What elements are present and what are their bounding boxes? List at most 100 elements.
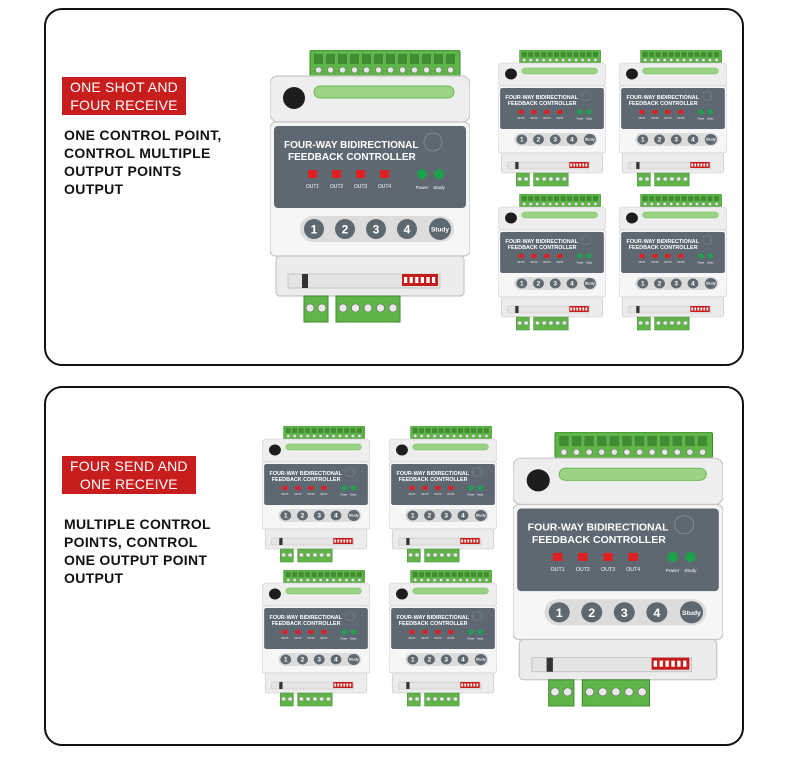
dip-switch-key bbox=[467, 539, 470, 543]
dip-switch bbox=[333, 682, 353, 688]
indicator-led bbox=[477, 629, 483, 635]
terminal-screw bbox=[660, 436, 670, 447]
study-button-label: Study bbox=[706, 282, 716, 286]
dip-switch-key bbox=[473, 539, 476, 543]
terminal-screw-head bbox=[426, 696, 431, 702]
terminal-screw-head bbox=[656, 176, 661, 182]
output-label: OUT3 bbox=[434, 636, 442, 640]
terminal-screw-head bbox=[662, 58, 667, 62]
terminal-screw-head bbox=[580, 58, 585, 62]
dip-switch-key bbox=[570, 163, 573, 167]
number-button-label: 1 bbox=[556, 606, 563, 620]
study-button-label: Study bbox=[476, 658, 486, 662]
output-led bbox=[321, 486, 327, 490]
sensor-window bbox=[701, 235, 713, 245]
output-label: OUT2 bbox=[294, 492, 302, 496]
terminal-screw bbox=[567, 52, 572, 57]
dip-switch-key bbox=[703, 163, 706, 167]
terminal-screw-head bbox=[644, 320, 650, 326]
number-button-label: 3 bbox=[674, 281, 678, 288]
dip-switch-key bbox=[334, 683, 337, 687]
number-button-label: 4 bbox=[691, 137, 695, 144]
output-led bbox=[628, 552, 638, 561]
dip-switch-key bbox=[461, 683, 464, 687]
dip-switch-key bbox=[337, 539, 340, 543]
terminal-screw bbox=[685, 436, 695, 447]
number-button-label: 1 bbox=[411, 657, 415, 664]
number-button bbox=[457, 654, 469, 665]
terminal-screw bbox=[451, 572, 457, 577]
dip-switch-key bbox=[467, 683, 470, 687]
terminal-screw bbox=[311, 572, 317, 577]
output-led bbox=[422, 486, 428, 490]
terminal-screw bbox=[285, 428, 291, 433]
terminal-screw-head bbox=[452, 434, 456, 438]
dip-switch-key bbox=[694, 163, 697, 167]
terminal-screw bbox=[649, 196, 655, 201]
terminal-screw-head bbox=[326, 552, 331, 558]
number-button bbox=[654, 134, 665, 145]
terminal-screw bbox=[584, 436, 594, 447]
terminal-screw-head bbox=[325, 434, 329, 438]
number-button-label: 3 bbox=[674, 137, 678, 144]
dip-switch-key bbox=[579, 163, 582, 167]
terminal-screw-head bbox=[363, 66, 370, 74]
bottom-terminal-a bbox=[407, 548, 421, 563]
output-label: OUT2 bbox=[576, 567, 590, 573]
output-led bbox=[321, 630, 327, 634]
terminal-screw bbox=[305, 572, 311, 577]
terminal-screw-head bbox=[624, 687, 634, 697]
dip-switch-key bbox=[464, 683, 467, 687]
output-led bbox=[678, 254, 684, 258]
dip-switch-key bbox=[349, 539, 352, 543]
indicator-led bbox=[586, 253, 592, 259]
number-button bbox=[566, 278, 578, 289]
output-label: OUT2 bbox=[651, 116, 659, 120]
terminal-screw-head bbox=[411, 66, 418, 74]
number-button bbox=[313, 510, 325, 521]
terminal-screw bbox=[560, 196, 566, 201]
output-led bbox=[531, 254, 537, 258]
terminal-screw bbox=[554, 196, 560, 201]
panel-header bbox=[264, 464, 368, 505]
output-led bbox=[552, 552, 563, 561]
panel-header bbox=[274, 126, 466, 208]
terminal-screw-head bbox=[471, 578, 476, 582]
terminal-screw bbox=[357, 428, 362, 433]
terminal-screw-head bbox=[656, 202, 660, 206]
terminal-screw bbox=[573, 52, 579, 57]
terminal-screw-head bbox=[567, 202, 572, 206]
terminal-screw bbox=[534, 196, 540, 201]
sensor-window bbox=[344, 611, 356, 621]
terminal-screw-head bbox=[388, 303, 398, 313]
terminal-screw-head bbox=[662, 320, 668, 326]
bottom-slot bbox=[271, 681, 355, 690]
badge-one-shot: ONE SHOT AND FOUR RECEIVE bbox=[62, 77, 186, 115]
number-button-label: 4 bbox=[461, 513, 465, 520]
terminal-screw-head bbox=[522, 58, 526, 62]
number-button-label: 2 bbox=[588, 606, 595, 620]
device-title-line-2: FEEDBACK CONTROLLER bbox=[629, 101, 698, 107]
terminal-screw-head bbox=[714, 202, 719, 206]
terminal-screw-head bbox=[580, 202, 585, 206]
number-button bbox=[297, 654, 308, 665]
terminal-screw bbox=[528, 196, 534, 201]
output-led bbox=[544, 110, 550, 114]
terminal-screw-head bbox=[325, 578, 329, 582]
output-led bbox=[652, 110, 658, 114]
terminal-screw-head bbox=[351, 66, 358, 74]
terminal-screw bbox=[697, 436, 708, 447]
mount-hole bbox=[505, 68, 517, 80]
terminal-screw-head bbox=[344, 434, 349, 438]
terminal-screw bbox=[464, 572, 470, 577]
terminal-screw-head bbox=[319, 696, 324, 702]
terminal-screw-head bbox=[351, 303, 360, 313]
number-button-label: 3 bbox=[373, 223, 380, 237]
terminal-screw-head bbox=[560, 448, 568, 456]
dip-switch bbox=[690, 306, 710, 312]
output-led bbox=[665, 110, 671, 114]
dip-switch-key bbox=[404, 277, 408, 283]
output-label: OUT2 bbox=[294, 636, 302, 640]
terminal-screw-head bbox=[317, 303, 327, 313]
